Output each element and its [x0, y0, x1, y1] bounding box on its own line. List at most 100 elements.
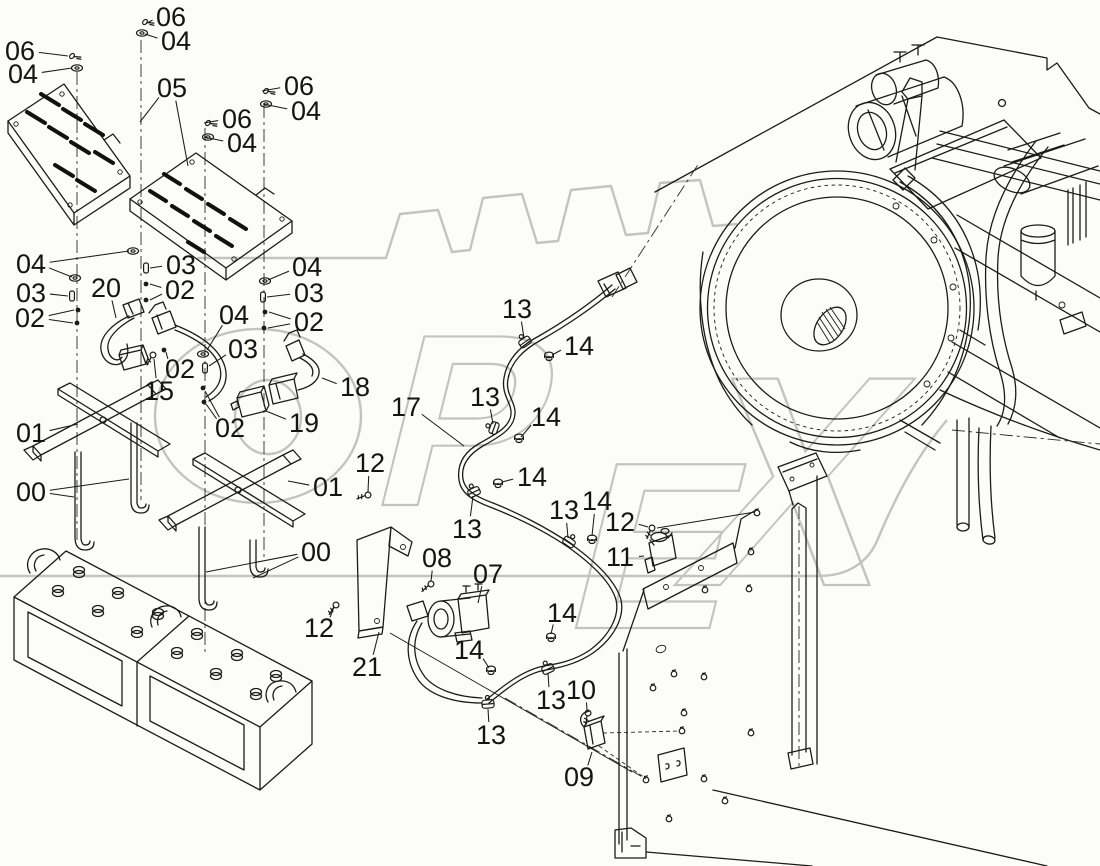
leader-line: [149, 265, 163, 269]
callout-19: 19: [265, 408, 319, 438]
callout-14: 14: [551, 331, 594, 361]
dot-icon: [261, 325, 267, 331]
leader-line: [267, 270, 290, 281]
leader-line: [265, 410, 287, 420]
relay-11: [644, 511, 756, 574]
part-number-label: 02: [165, 354, 195, 384]
dot-icon: [161, 347, 167, 353]
leader-line: [547, 672, 550, 688]
leader-line: [48, 267, 73, 278]
part-number-label: 13: [502, 294, 532, 324]
callout-04: 04: [267, 252, 322, 282]
leader-line: [165, 351, 169, 360]
leader-line: [262, 103, 288, 110]
dot-icon: [262, 309, 268, 315]
callout-05: 05: [139, 73, 189, 167]
part-number-label: 03: [16, 278, 46, 308]
leader-line: [566, 522, 569, 539]
leader-line: [261, 87, 281, 92]
part-number-label: 01: [313, 472, 343, 502]
leader-line: [477, 586, 483, 604]
leader-line: [41, 67, 73, 73]
part-number-label: 06: [284, 71, 314, 101]
hole-icon: [700, 774, 708, 783]
battery-cover-plate-2: [129, 152, 293, 281]
mounting-panel: [614, 452, 1048, 866]
leader-line: [205, 553, 298, 573]
part-number-label: 05: [157, 73, 187, 103]
part-number-label: 00: [16, 477, 46, 507]
leader-line: [175, 100, 189, 167]
part-number-label: 04: [16, 249, 46, 279]
part-number-label: 13: [549, 495, 579, 525]
screw-icon: [67, 49, 83, 65]
dot-icon: [74, 320, 80, 326]
part-number-label: 00: [301, 537, 331, 567]
leader-line: [487, 708, 490, 723]
leader-line: [489, 409, 494, 425]
connector-18: [268, 329, 320, 405]
leader-line: [550, 624, 554, 635]
leader-line: [139, 97, 160, 123]
callout-17: 17: [391, 392, 465, 447]
leader-line: [482, 658, 490, 669]
leader-line: [204, 390, 220, 418]
callout-03: 03: [208, 334, 258, 367]
part-number-label: 13: [476, 720, 506, 750]
part-number-label: 14: [531, 402, 561, 432]
callout-06: 06: [146, 2, 186, 32]
callout-03: 03: [149, 250, 196, 280]
spacer-icon: [260, 291, 266, 303]
jumper-cable-connector: [148, 301, 227, 402]
panel-corner-bracket: [777, 452, 828, 506]
part-number-label: 21: [352, 652, 382, 682]
bb-bracket: [657, 747, 688, 783]
engine-hose: [956, 140, 1049, 545]
part-number-label: 14: [547, 598, 577, 628]
part-number-label: 12: [605, 507, 635, 537]
battery-terminal-caps: [51, 565, 283, 701]
callout-14: 14: [547, 598, 577, 635]
leader-line: [146, 19, 153, 24]
part-number-label: 03: [294, 278, 324, 308]
part-number-label: 11: [606, 542, 634, 572]
j-bolts: [74, 422, 269, 611]
harness-connector: [597, 267, 638, 298]
battery-switch-07: [427, 583, 490, 643]
leader-line: [520, 424, 532, 438]
callout-12: 12: [304, 606, 335, 643]
dot-icon: [200, 385, 206, 391]
part-number-label: 04: [292, 252, 322, 282]
washer-icon: [68, 274, 82, 282]
callout-04: 04: [16, 249, 130, 279]
callout-04: 04: [144, 26, 191, 56]
leader-line: [203, 120, 219, 124]
callout-02: 02: [267, 307, 324, 337]
screw-icon: [203, 116, 219, 132]
part-number-label: 17: [391, 392, 421, 422]
callout-13: 13: [549, 495, 579, 539]
hole-icon: [721, 796, 729, 805]
callout-06: 06: [203, 104, 252, 134]
callout-10: 10: [566, 675, 596, 711]
callout-14: 14: [520, 402, 561, 438]
watermark-underline: [0, 419, 948, 578]
spacer-icon: [68, 290, 76, 302]
part-number-label: 03: [166, 250, 196, 280]
washer-icon: [135, 29, 149, 37]
leader-line: [321, 377, 337, 385]
callout-02: 02: [15, 303, 75, 333]
part-number-label: 14: [454, 635, 484, 665]
engine: [654, 36, 1100, 545]
battery-cable-20: [100, 298, 149, 371]
callout-14: 14: [501, 462, 547, 492]
hole-icon: [642, 775, 650, 784]
leader-line: [48, 318, 74, 324]
leader-line: [205, 403, 217, 420]
callout-13: 13: [536, 672, 566, 715]
callout-08: 08: [422, 543, 452, 582]
part-number-label: 04: [219, 300, 249, 330]
hole-icon: [680, 708, 688, 717]
callout-02: 02: [204, 390, 245, 443]
